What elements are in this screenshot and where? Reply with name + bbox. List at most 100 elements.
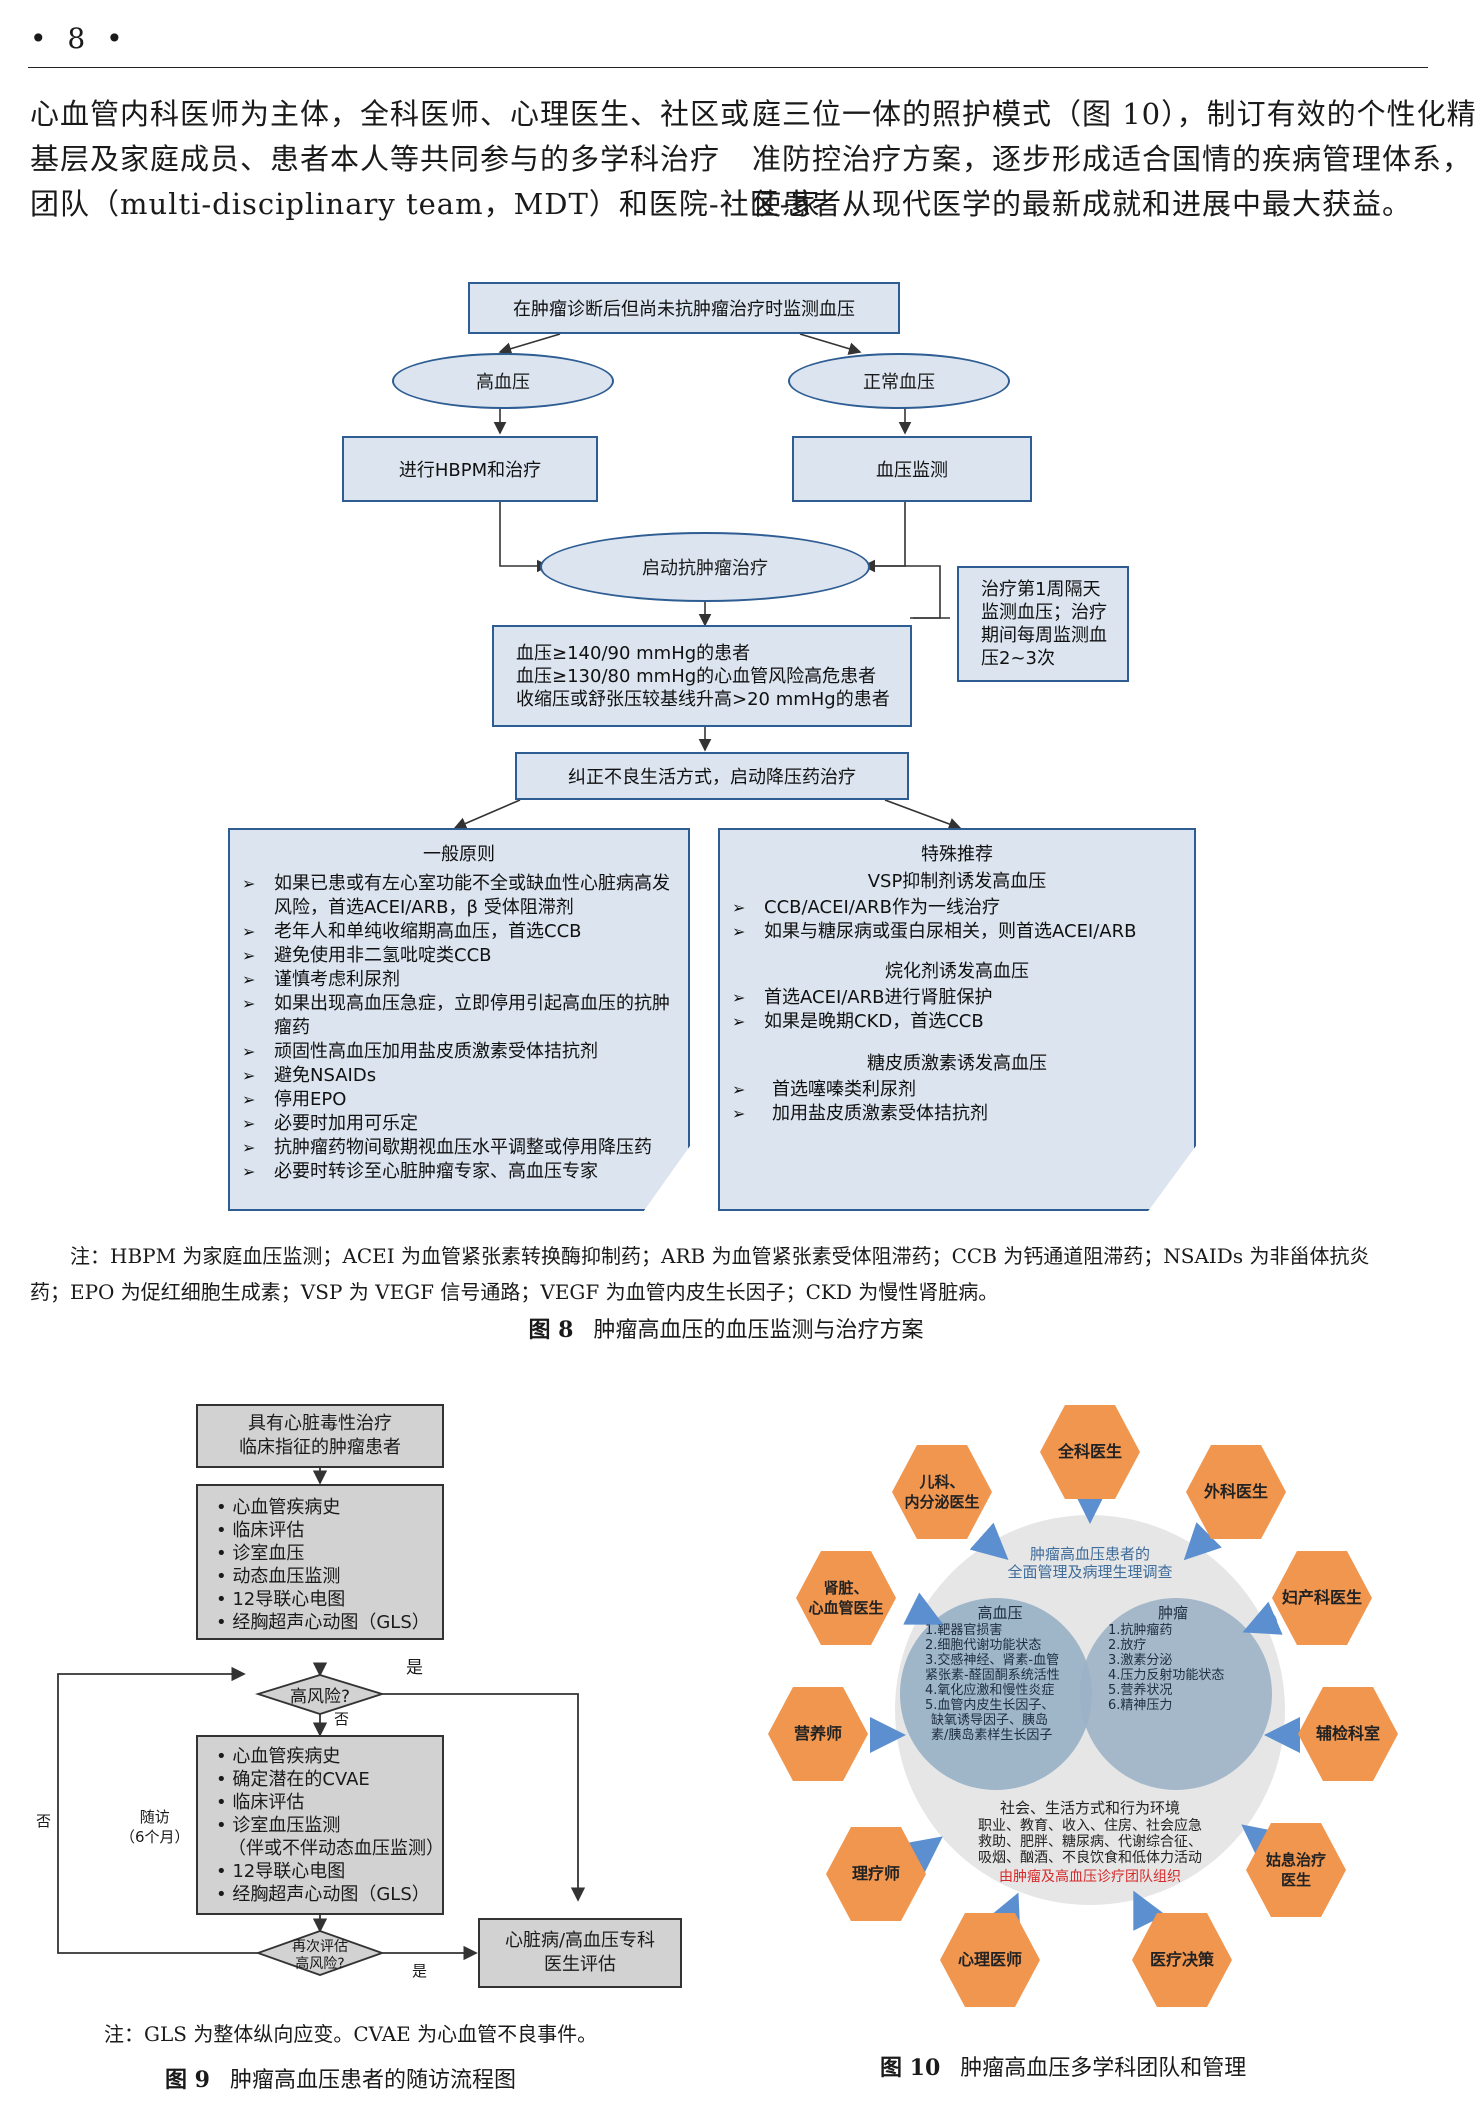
body-line: 准防控治疗方案，逐步形成适合国情的疾病管理体系，	[752, 142, 1473, 176]
reassess-line: 高风险?	[295, 1956, 345, 1972]
general-title: 一般原则	[423, 844, 495, 865]
title-line: 肿瘤高血压患者的	[1029, 1545, 1150, 1563]
list-item: 3.交感神经、肾素-血管	[925, 1653, 1060, 1668]
criteria-line: 血压≥130/80 mmHg的心血管风险高危患者	[516, 665, 877, 687]
list-item: CCB/ACEI/ARB作为一线治疗	[728, 896, 1186, 920]
list-item: （伴或不伴动态血压监测）	[228, 1838, 444, 1859]
fig10-hypertension-circle	[900, 1598, 1092, 1790]
list-item: 经胸超声心动图（GLS）	[216, 1883, 442, 1906]
org-line: 由肿瘤及高血压诊疗团队组织	[999, 1869, 1181, 1885]
list-item: 3.激素分泌	[1108, 1653, 1173, 1668]
list-item: 必要时转诊至心脏肿瘤专家、高血压专家	[238, 1160, 680, 1184]
box-line: 医生评估	[544, 1954, 616, 1975]
fig9-reassess: 再次评估 高风险?	[270, 1939, 370, 1973]
caption-text: 肿瘤高血压患者的随访流程图	[229, 2068, 516, 2093]
fig8-monitor-box: 血压监测	[792, 436, 1032, 502]
list-item: 诊室血压	[216, 1542, 442, 1565]
list-item: 确定潜在的CVAE	[216, 1768, 442, 1791]
list-item: 12导联心电图	[216, 1588, 442, 1611]
list-item: 4.压力反射功能状态	[1108, 1668, 1225, 1683]
vsp-list: CCB/ACEI/ARB作为一线治疗 如果与糖尿病或蛋白尿相关，则首选ACEI/…	[728, 896, 1186, 944]
fig8-general-box: 一般原则 如果已患或有左心室功能不全或缺血性心脏病高发风险，首选ACEI/ARB…	[228, 828, 690, 1211]
vsp-title: VSP抑制剂诱发高血压	[867, 871, 1047, 892]
caption-label: 图 10	[880, 2055, 941, 2081]
caption-text: 肿瘤高血压的血压监测与治疗方案	[593, 1318, 924, 1343]
list-item: 动态血压监测	[216, 1565, 442, 1588]
fig9-specialist-box: 心脏病/高血压专科 医生评估	[478, 1918, 682, 1988]
fig10-right-list: 肿瘤 1.抗肿瘤药 2.放疗 3.激素分泌 4.压力反射功能状态 5.营养状况 …	[1108, 1603, 1258, 1713]
fig10-bottom-text: 社会、生活方式和行为环境 职业、教育、收入、住房、社会应急 救助、肥胖、糖尿病、…	[952, 1798, 1228, 1888]
caption-label: 图 9	[165, 2067, 210, 2093]
alk-title: 烷化剂诱发高血压	[885, 961, 1029, 982]
list-item: 老年人和单纯收缩期高血压，首选CCB	[238, 920, 680, 944]
list-item: 抗肿瘤药物间歇期视血压水平调整或停用降压药	[238, 1136, 680, 1160]
fig10-arrows	[870, 1488, 1300, 1933]
list-item: 心血管疾病史	[216, 1745, 442, 1768]
caption-label: 图 8	[528, 1317, 574, 1343]
followup-line: 随访	[139, 1808, 170, 1826]
fig8-caption: 图 8 肿瘤高血压的血压监测与治疗方案	[0, 1312, 1452, 1344]
fig9-no-label-left: 否	[36, 1812, 52, 1830]
criteria-line: 收缩压或舒张压较基线升高>20 mmHg的患者	[516, 688, 890, 710]
list-item: 紧张素-醛固酮系统活性	[925, 1668, 1060, 1683]
list-item: 心血管疾病史	[216, 1496, 442, 1519]
gc-list: 首选噻嗪类利尿剂 加用盐皮质激素受体拮抗剂	[728, 1078, 1186, 1126]
body-line: 基层及家庭成员、患者本人等共同参与的多学科治疗	[30, 142, 721, 176]
fig8-top-box: 在肿瘤诊断后但尚未抗肿瘤治疗时监测血压	[468, 282, 900, 334]
list-item: 素/胰岛素样生长因子	[931, 1728, 1053, 1743]
list-item: 2.细胞代谢功能状态	[925, 1638, 1042, 1653]
list-item: 缺氧诱导因子、胰岛	[931, 1713, 1049, 1728]
fig9-list1-box: 心血管疾病史 临床评估 诊室血压 动态血压监测 12导联心电图 经胸超声心动图（…	[196, 1484, 444, 1640]
list-item: 首选ACEI/ARB进行肾脏保护	[728, 986, 1186, 1010]
fig8-criteria-box: 血压≥140/90 mmHg的患者 血压≥130/80 mmHg的心血管风险高危…	[492, 625, 912, 727]
fig9-note: 注：GLS 为整体纵向应变。CVAE 为心血管不良事件。	[104, 2022, 598, 2046]
reassess-line: 再次评估	[292, 1939, 348, 1955]
fig8-note: 注：HBPM 为家庭血压监测；ACEI 为血管紧张素转换酶抑制药；ARB 为血管…	[30, 1238, 1430, 1310]
fig9-no-label: 否	[334, 1710, 350, 1728]
fig10-caption: 图 10 肿瘤高血压多学科团队和管理	[880, 2050, 1246, 2082]
fig8-start-ellipse: 启动抗肿瘤治疗	[540, 532, 870, 602]
list-item: 顽固性高血压加用盐皮质激素受体拮抗剂	[238, 1040, 680, 1064]
title-line: 全面管理及病理生理调查	[1007, 1563, 1173, 1581]
side-line: 压2~3次	[981, 648, 1055, 669]
list-item: 停用EPO	[238, 1088, 680, 1112]
list-item: 临床评估	[216, 1519, 442, 1542]
list-item: 如果是晚期CKD，首选CCB	[728, 1010, 1186, 1034]
list-item: 加用盐皮质激素受体拮抗剂	[728, 1102, 1186, 1126]
body-line: 庭三位一体的照护模式（图 10），制订有效的个性化精	[752, 97, 1477, 131]
list-item: 如果已患或有左心室功能不全或缺血性心脏病高发风险，首选ACEI/ARB，β 受体…	[238, 872, 680, 920]
fig8-side-box: 治疗第1周隔天 监测血压；治疗 期间每周监测血 压2~3次	[957, 566, 1129, 682]
right-title: 肿瘤	[1157, 1604, 1188, 1622]
body-text-right: 庭三位一体的照护模式（图 10），制订有效的个性化精 准防控治疗方案，逐步形成适…	[752, 92, 1477, 227]
fig9-top-box: 具有心脏毒性治疗 临床指征的肿瘤患者	[196, 1404, 444, 1468]
list-item: 经胸超声心动图（GLS）	[216, 1611, 442, 1634]
page-number: • 8 •	[30, 22, 129, 55]
list-item: 如果出现高血压急症，立即停用引起高血压的抗肿瘤药	[238, 992, 680, 1040]
list-item: 避免NSAIDs	[238, 1064, 680, 1088]
body-line: 心血管内科医师为主体，全科医师、心理医生、社区或	[30, 97, 751, 131]
bottom-line: 救助、肥胖、糖尿病、代谢综合征、	[978, 1834, 1202, 1850]
fig8-hypertension-ellipse: 高血压	[392, 353, 614, 409]
body-line: 团队（multi-disciplinary team，MDT）和医院-社区-家	[30, 187, 821, 221]
box-line: 临床指征的肿瘤患者	[239, 1437, 401, 1458]
list-item: 12导联心电图	[216, 1860, 442, 1883]
list-item: 5.血管内皮生长因子、	[925, 1698, 1055, 1713]
list-item: 谨慎考虑利尿剂	[238, 968, 680, 992]
caption-text: 肿瘤高血压多学科团队和管理	[960, 2056, 1247, 2081]
box-line: 心脏病/高血压专科	[504, 1930, 656, 1951]
list-item: 诊室血压监测	[216, 1814, 442, 1837]
fig9-arrows	[57, 1465, 586, 1976]
list-item: 必要时加用可乐定	[238, 1112, 680, 1136]
bottom-line: 职业、教育、收入、住房、社会应急	[978, 1818, 1202, 1834]
body-line: 使患者从现代医学的最新成就和进展中最大获益。	[752, 187, 1413, 221]
list-item: 6.精神压力	[1108, 1698, 1173, 1713]
fig8-special-box: 特殊推荐 VSP抑制剂诱发高血压 CCB/ACEI/ARB作为一线治疗 如果与糖…	[718, 828, 1196, 1211]
fig9-list2-box: 心血管疾病史 确定潜在的CVAE 临床评估 诊室血压监测 （伴或不伴动态血压监测…	[196, 1735, 444, 1915]
fig9-followup: 随访 （6个月）	[120, 1807, 190, 1847]
body-text-left: 心血管内科医师为主体，全科医师、心理医生、社区或 基层及家庭成员、患者本人等共同…	[30, 92, 820, 227]
fig8-correct-box: 纠正不良生活方式，启动降压药治疗	[515, 752, 909, 800]
fig10-tumor-circle	[1080, 1598, 1272, 1790]
fig9-caption: 图 9 肿瘤高血压患者的随访流程图	[165, 2062, 516, 2094]
list-item: 5.营养状况	[1108, 1683, 1173, 1698]
fig8-normal-ellipse: 正常血压	[788, 353, 1010, 409]
